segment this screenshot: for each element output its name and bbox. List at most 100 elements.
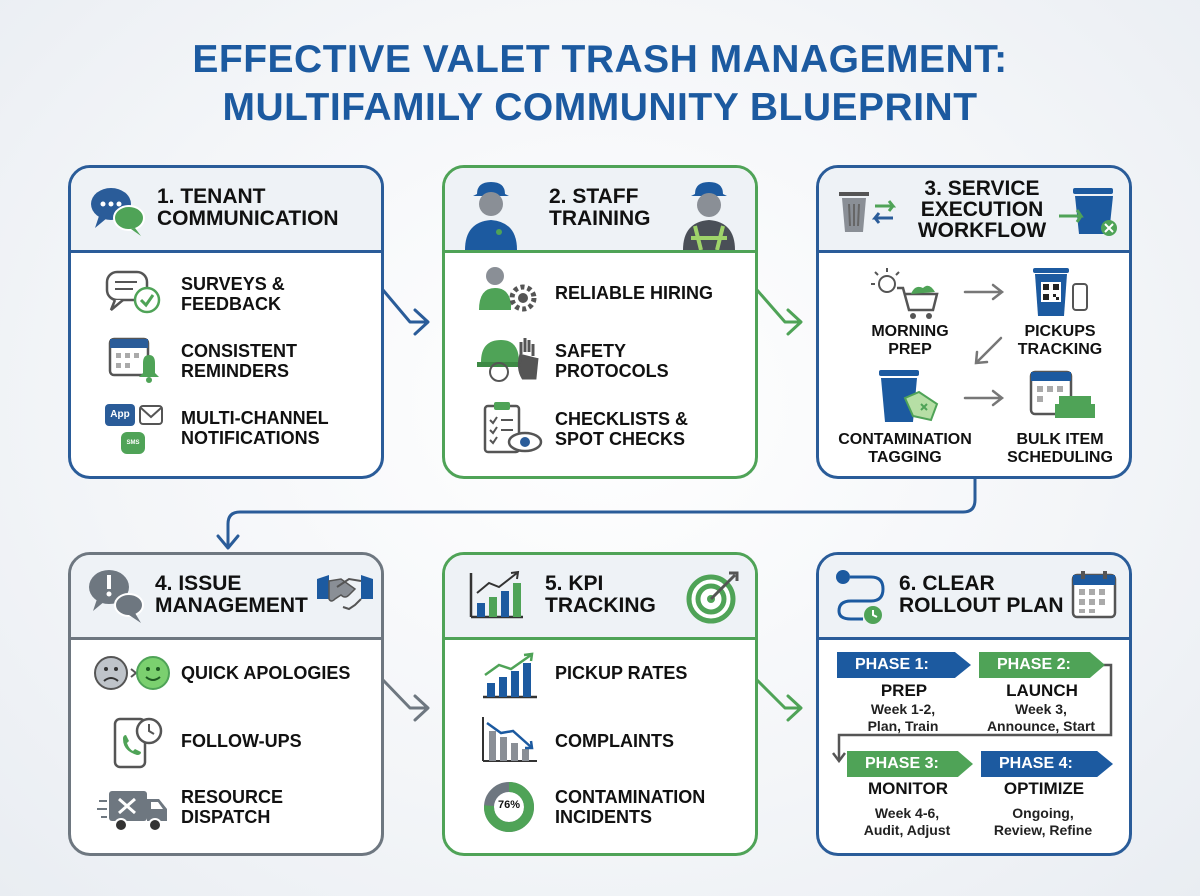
- calendar-sofa-icon: [1029, 370, 1095, 418]
- calendar-icon: [1071, 571, 1117, 619]
- phase-2-desc-l2: Announce, Start: [986, 718, 1096, 734]
- phase-1-tag: PHASE 1:: [837, 652, 971, 678]
- trash-bin-swap-icon: [839, 192, 897, 232]
- phase-4-desc-l2: Review, Refine: [993, 822, 1093, 838]
- step-bulk-item-l2: SCHEDULING: [1007, 449, 1113, 466]
- card-title-line-1: 1. TENANT: [157, 185, 266, 208]
- item-resource-dispatch-l1: RESOURCE: [181, 787, 284, 807]
- donut-value-arc: [484, 782, 534, 832]
- bin-qr-phone-icon: [1033, 268, 1088, 316]
- truck-tools-icon: [97, 791, 167, 832]
- arrowhead-5-6: [786, 694, 803, 722]
- item-surveys-feedback-l2: FEEDBACK: [181, 294, 282, 314]
- item-safety-protocols-l1: SAFETY: [555, 341, 627, 361]
- item-contamination-incidents-l1: CONTAMINATION: [555, 787, 706, 807]
- phase-4-name: OPTIMIZE: [1003, 779, 1085, 798]
- item-checklists-l1: CHECKLISTS &: [555, 409, 689, 429]
- card-title-line-1: 3. SERVICE: [924, 177, 1040, 200]
- card-title-line-1: 6. CLEAR: [899, 572, 995, 595]
- item-multichannel-l1: MULTI-CHANNEL: [181, 408, 329, 428]
- connector-1-2: [381, 288, 427, 324]
- sms-badge: SMS: [121, 432, 145, 454]
- sun-cart-icon: [871, 268, 939, 319]
- card-tenant-communication: 1. TENANT COMMUNICATION SURVEYS & FEEDBA…: [68, 165, 384, 479]
- hardhat-glove-icon: [477, 338, 539, 382]
- card-title-line-2: TRAINING: [549, 207, 651, 230]
- phase-2-tag: PHASE 2:: [979, 652, 1105, 678]
- mail-icon: [139, 405, 163, 425]
- connector-3-4: [226, 475, 977, 548]
- step-morning-prep-l2: PREP: [888, 341, 932, 358]
- item-contamination-incidents-l2: INCIDENTS: [555, 807, 653, 827]
- step-pickups-tracking-l2: TRACKING: [1017, 341, 1103, 358]
- phone-clock-icon: [113, 717, 163, 769]
- card-title-line-2: EXECUTION: [920, 198, 1044, 221]
- person-gear-icon: [479, 267, 537, 312]
- route-clock-icon: [836, 570, 885, 624]
- page-title-line-1: EFFECTIVE VALET TRASH MANAGEMENT:: [192, 38, 1008, 81]
- card-kpi-tracking: 5. KPI TRACKING PICKUP RATES COMPLAINTS …: [442, 552, 758, 856]
- card-title-line-2: ROLLOUT PLAN: [899, 594, 1064, 617]
- phase-2-desc-l1: Week 3,: [1015, 701, 1067, 717]
- card-title-line-3: WORKFLOW: [917, 219, 1047, 242]
- arrowhead-3-4: [216, 534, 240, 550]
- donut-chart-icon: 76%: [483, 781, 535, 833]
- calendar-bell-icon: [108, 337, 159, 383]
- connector-4-5: [381, 678, 427, 710]
- page-title-line-2: MULTIFAMILY COMMUNITY BLUEPRINT: [222, 86, 978, 129]
- target-icon: [686, 571, 739, 624]
- step-contamination-tagging-l2: TAGGING: [868, 449, 942, 466]
- card-issue-management: 4. ISSUE MANAGEMENT QUICK APOLOGIES FOLL…: [68, 552, 384, 856]
- arrowhead-2-3: [786, 308, 803, 336]
- bin-transfer-icon: [1059, 188, 1117, 236]
- staff-member-female-vest-icon: [683, 182, 735, 250]
- item-consistent-reminders-l2: REMINDERS: [181, 361, 290, 381]
- item-follow-ups: FOLLOW-UPS: [181, 731, 302, 751]
- item-checklists-l2: SPOT CHECKS: [555, 429, 686, 449]
- bin-tag-icon: [879, 370, 939, 422]
- card-title-line-1: 4. ISSUE: [155, 572, 242, 595]
- phase-1-desc-l1: Week 1-2,: [870, 701, 936, 717]
- donut-ring: [484, 782, 534, 832]
- card-title-line-2: TRACKING: [545, 594, 656, 617]
- alert-chat-icon: [89, 570, 144, 623]
- item-resource-dispatch-l2: DISPATCH: [181, 807, 271, 827]
- card-title-line-2: COMMUNICATION: [157, 207, 339, 230]
- arrow-pickups-to-contamination: [974, 336, 1003, 365]
- step-pickups-tracking-l1: PICKUPS: [1024, 323, 1096, 340]
- item-consistent-reminders-l1: CONSISTENT: [181, 341, 298, 361]
- phase-1-name: PREP: [880, 681, 928, 700]
- card-title-line-2: MANAGEMENT: [155, 594, 308, 617]
- survey-chat-icon: [105, 270, 161, 314]
- step-bulk-item-l1: BULK ITEM: [1016, 431, 1104, 448]
- card-staff-training: 2. STAFF TRAINING RELIABLE HIRING SAFETY…: [442, 165, 758, 479]
- connector-5-6: [755, 678, 800, 710]
- card-title-line-1: 5. KPI: [545, 572, 604, 595]
- item-complaints: COMPLAINTS: [555, 731, 674, 751]
- sad-happy-face-icon: [94, 656, 170, 690]
- phase-1-desc-l2: Plan, Train: [867, 718, 939, 734]
- item-reliable-hiring: RELIABLE HIRING: [555, 283, 714, 303]
- arrowhead-4-5: [413, 694, 430, 722]
- app-badge: App: [105, 404, 135, 426]
- bar-chart-up-icon: [483, 652, 537, 699]
- card-rollout-plan: 6. CLEAR ROLLOUT PLAN PHASE 1: PREP Week…: [816, 552, 1132, 856]
- bar-chart-down-icon: [482, 717, 537, 762]
- arrow-contamination-to-bulk: [963, 389, 1005, 407]
- workflow-arrows: [963, 283, 1005, 407]
- phase-3-tag: PHASE 3:: [847, 751, 973, 777]
- phase-2-name: LAUNCH: [1006, 681, 1078, 700]
- clipboard-eye-icon: [483, 402, 543, 454]
- step-contamination-tagging-l1: CONTAMINATION: [838, 431, 972, 448]
- item-pickup-rates: PICKUP RATES: [555, 663, 688, 683]
- item-surveys-feedback-l1: SURVEYS &: [181, 274, 285, 294]
- step-morning-prep-l1: MORNING: [871, 323, 949, 340]
- donut-percent-label: 76%: [497, 799, 521, 811]
- card-title-line-1: 2. STAFF: [549, 185, 639, 208]
- chat-bubbles-icon: [91, 188, 145, 236]
- staff-member-male-icon: [465, 182, 517, 250]
- phase-3-desc-l2: Audit, Adjust: [863, 822, 951, 838]
- phase-3-name: MONITOR: [868, 779, 948, 798]
- phase-3-desc-l1: Week 4-6,: [874, 805, 940, 821]
